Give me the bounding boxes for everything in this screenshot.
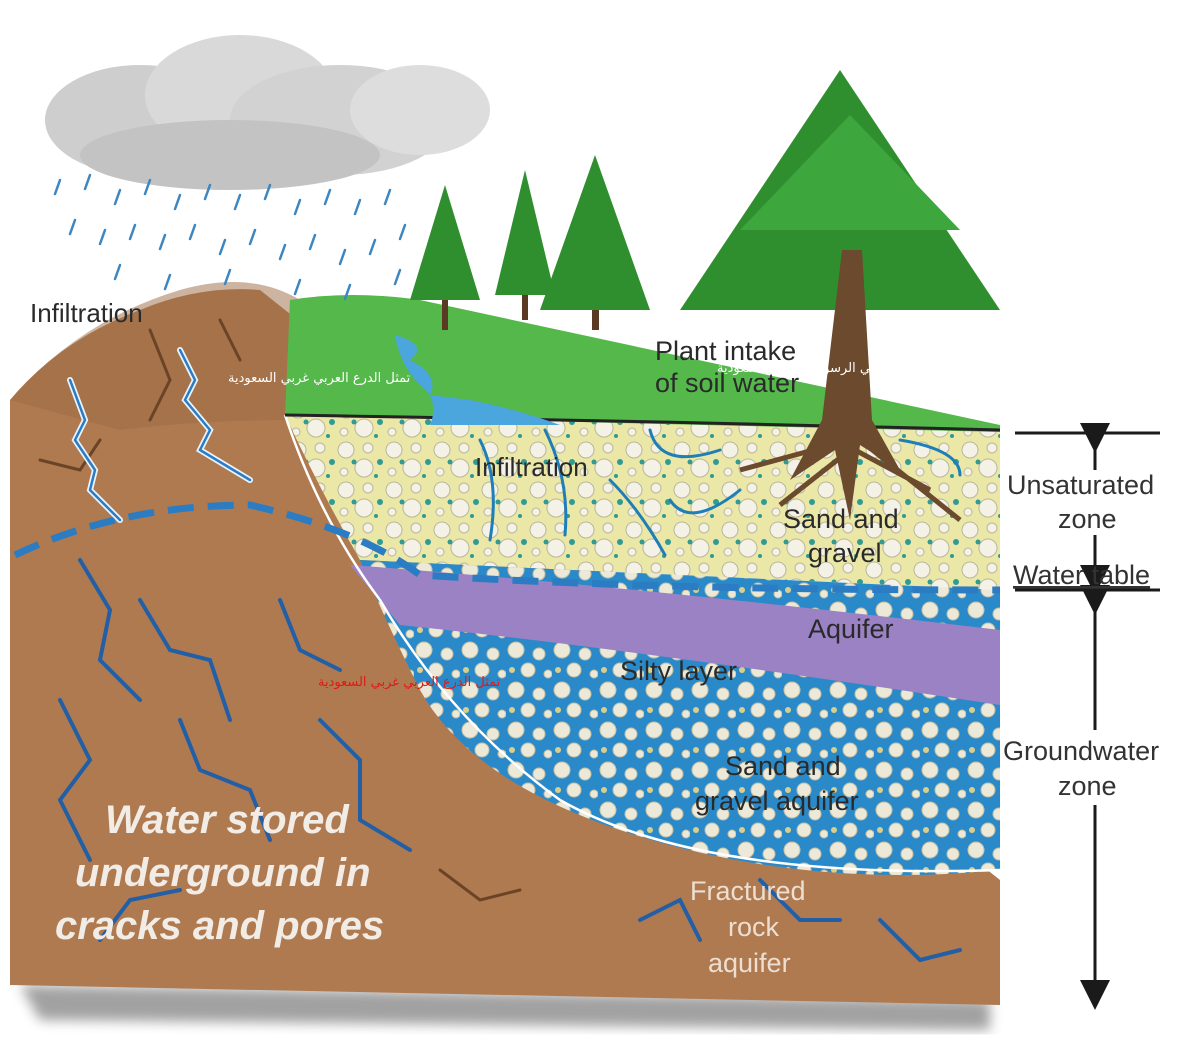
label-fractured-3: aquifer bbox=[708, 948, 791, 978]
tree-small-1 bbox=[410, 185, 480, 330]
grass-surface bbox=[285, 295, 1000, 432]
silty-layer bbox=[350, 565, 1000, 705]
tree-large bbox=[680, 70, 1000, 522]
infiltration-arrows-soil bbox=[478, 428, 962, 557]
label-stored-3: cracks and pores bbox=[55, 904, 384, 948]
label-sand-gravel-aquifer-1: Sand and bbox=[725, 751, 841, 781]
label-stored-1: Water stored bbox=[105, 798, 350, 842]
side-label-unsaturated-1: Unsaturated bbox=[1007, 470, 1154, 500]
label-sand-gravel-aquifer-2: gravel aquifer bbox=[695, 786, 859, 816]
label-infiltration-soil: Infiltration bbox=[475, 452, 588, 482]
water-table-line bbox=[13, 501, 1001, 594]
label-silty-layer: Silty layer bbox=[620, 656, 737, 686]
label-stored-2: underground in bbox=[75, 851, 371, 895]
arabic-label-rock: تمثل الدرع العربي غربي السعودية bbox=[318, 675, 501, 690]
arabic-label-hill: تمثل الدرع العربي غربي السعودية bbox=[228, 371, 411, 386]
soil-surface-line bbox=[284, 413, 1001, 432]
hill-top bbox=[10, 282, 300, 430]
cloud bbox=[45, 35, 490, 190]
arabic-label-soil: تمثل الرف العربي الرسوبي شرقي السعودية bbox=[717, 361, 957, 376]
label-aquifer: Aquifer bbox=[808, 614, 894, 644]
side-label-groundwater-2: zone bbox=[1058, 771, 1117, 801]
label-infiltration-hill: Infiltration bbox=[30, 298, 143, 328]
label-fractured-2: rock bbox=[728, 912, 780, 942]
rain bbox=[53, 173, 407, 301]
label-plant-intake-2: of soil water bbox=[655, 368, 799, 398]
side-label-groundwater-1: Groundwater bbox=[1003, 736, 1159, 766]
label-fractured-1: Fractured bbox=[690, 876, 806, 906]
zone-scale bbox=[1015, 423, 1160, 1010]
label-sand-gravel-2: gravel bbox=[808, 538, 882, 568]
stream bbox=[395, 335, 560, 425]
label-plant-intake-1: Plant intake bbox=[655, 336, 796, 366]
tree-small-2 bbox=[495, 170, 555, 320]
rock-cracks bbox=[57, 558, 962, 963]
rock-cracks-dark bbox=[38, 318, 522, 902]
side-label-unsaturated-2: zone bbox=[1058, 504, 1117, 534]
side-label-water-table: Water table bbox=[1013, 560, 1150, 590]
tree-small-3 bbox=[540, 155, 650, 330]
label-sand-gravel-1: Sand and bbox=[783, 504, 899, 534]
